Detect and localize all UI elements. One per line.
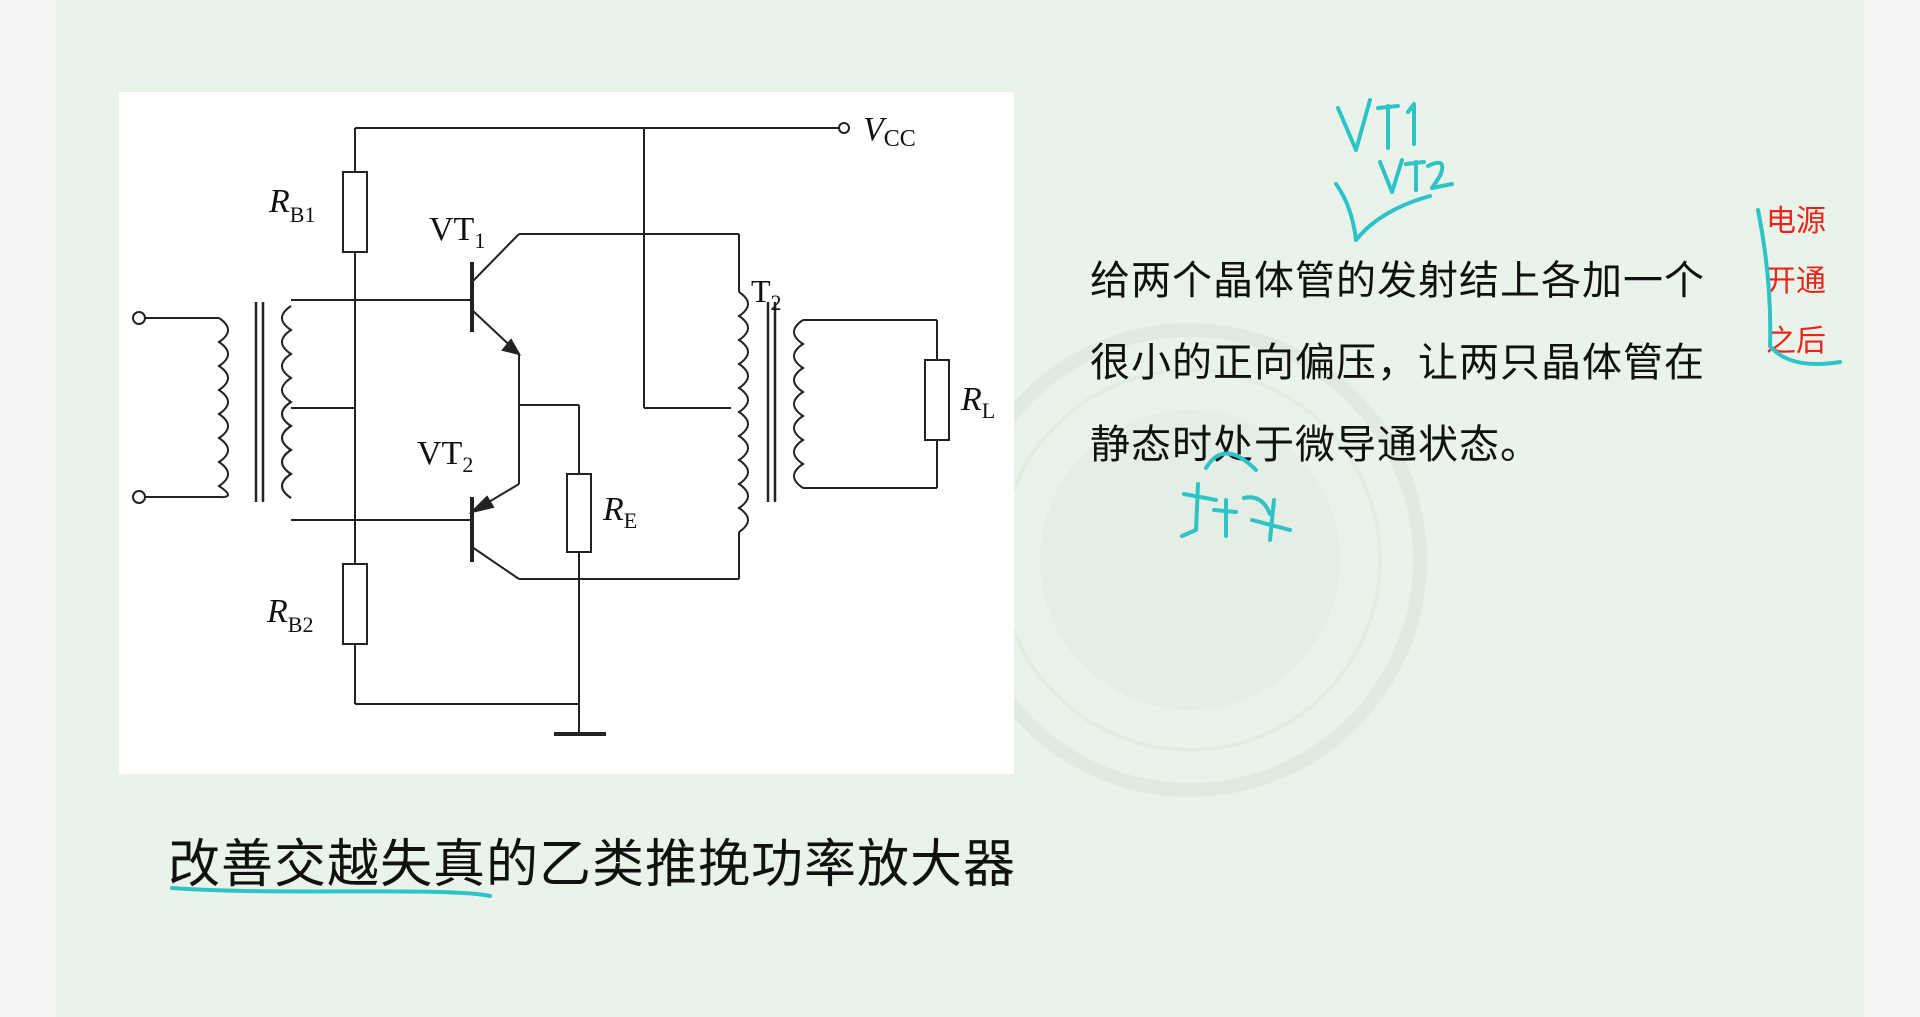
rb2-label: RB2 [266,593,313,637]
t2-secondary-coil [793,319,805,489]
rb2-resistor [342,563,368,645]
input-terminal-top [132,311,146,325]
vcc-label: VCC [863,111,916,152]
circuit-labels: VCC RB1 RB2 VT1 VT2 T2 RE RL [266,111,995,637]
t1-secondary-lower [281,401,293,499]
rl-resistor [924,359,950,441]
description-line-2: 很小的正向偏压，让两只晶体管在 [1090,340,1705,386]
re-label: RE [602,491,637,533]
rb1-resistor [342,171,368,253]
red-note-line-3: 之后 [1766,324,1826,359]
vt1-label: VT1 [429,211,485,253]
circuit-diagram: VCC RB1 RB2 VT1 VT2 T2 RE RL [119,92,1014,774]
t2-label: T2 [751,273,782,315]
circuit-wires [132,122,950,736]
input-terminal-bottom [132,490,146,504]
red-note-line-2: 开通 [1766,264,1826,299]
re-resistor [566,473,592,553]
t2-primary-coil [737,291,749,533]
diagram-caption: 改善交越失真的乙类推挽功率放大器 [168,835,1017,895]
watermark-seal [953,323,1427,797]
rl-label: RL [960,381,995,423]
description-line-3: 静态时处于微导通状态。 [1090,422,1541,468]
vt2-label: VT2 [417,435,473,477]
rb1-label: RB1 [268,183,315,227]
t1-primary-coil [217,317,229,499]
red-note-line-1: 电源 [1766,204,1826,239]
circuit-svg: VCC RB1 RB2 VT1 VT2 T2 RE RL [132,111,995,736]
description-line-1: 给两个晶体管的发射结上各加一个 [1090,258,1705,304]
